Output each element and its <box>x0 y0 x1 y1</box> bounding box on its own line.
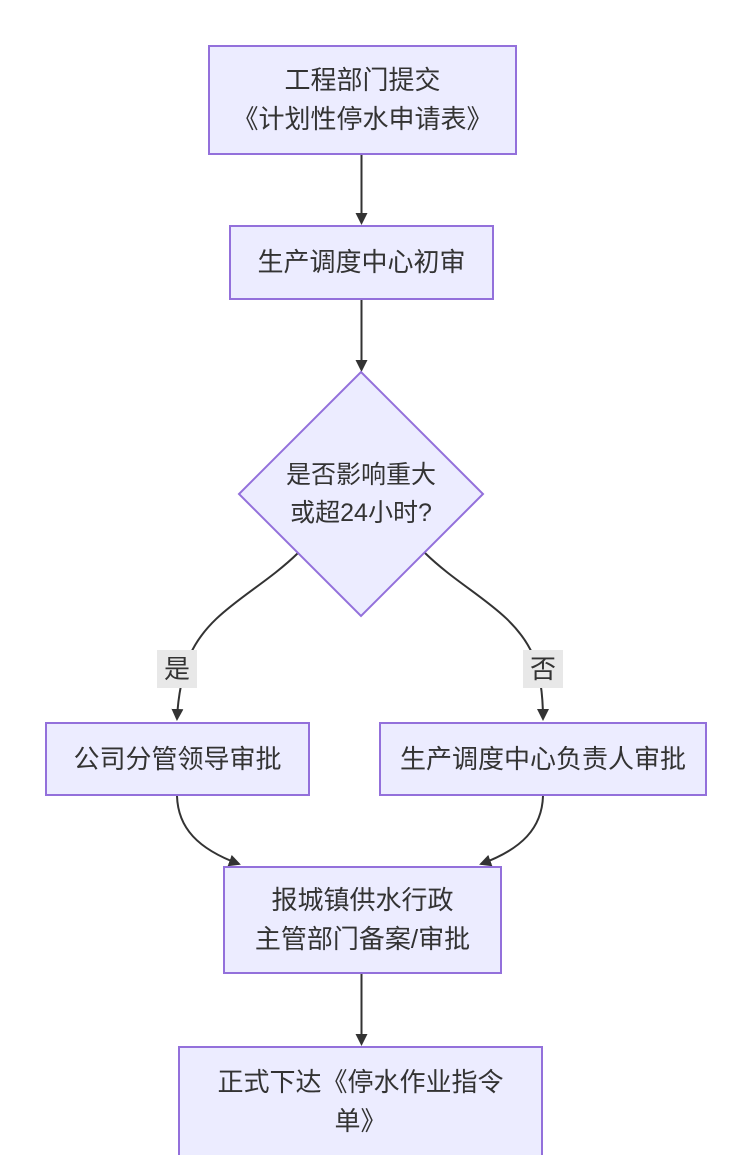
node-line: 主管部门备案/审批 <box>254 924 471 954</box>
node-company-leader-approval: 公司分管领导审批 <box>45 722 310 796</box>
node-line: 是否影响重大 <box>285 461 436 489</box>
edge-decision-no <box>424 552 549 721</box>
node-line: 单》 <box>334 1105 387 1136</box>
edge-label-yes: 是 <box>157 650 197 688</box>
edge-leader-to-report <box>176 795 241 867</box>
node-line: 正式下达《停水作业指令 <box>217 1066 504 1097</box>
edge-label-no: 否 <box>523 650 563 688</box>
node-dispatch-initial-review: 生产调度中心初审 <box>229 225 494 300</box>
decision-diamond-shape <box>237 370 485 618</box>
node-line: 生产调度中心初审 <box>257 247 466 277</box>
node-line: 生产调度中心负责人审批 <box>399 743 686 774</box>
node-line: 或超24小时? <box>290 499 432 527</box>
node-line: 《计划性停水申请表》 <box>232 104 493 134</box>
edge-label-text: 否 <box>529 654 556 684</box>
node-issue-order: 正式下达《停水作业指令 单》 <box>178 1046 543 1155</box>
node-decision-major-impact: 是否影响重大 或超24小时? <box>239 372 483 616</box>
edge-head-to-report <box>479 795 544 867</box>
node-dispatch-head-approval: 生产调度中心负责人审批 <box>379 722 707 796</box>
edge-label-text: 是 <box>163 654 190 684</box>
node-line: 工程部门提交 <box>284 65 441 95</box>
node-report-authority: 报城镇供水行政 主管部门备案/审批 <box>223 866 502 974</box>
edge-decision-yes <box>171 552 299 721</box>
node-line: 报城镇供水行政 <box>271 885 454 915</box>
node-engineering-submit: 工程部门提交 《计划性停水申请表》 <box>208 45 517 155</box>
node-line: 公司分管领导审批 <box>73 743 282 774</box>
